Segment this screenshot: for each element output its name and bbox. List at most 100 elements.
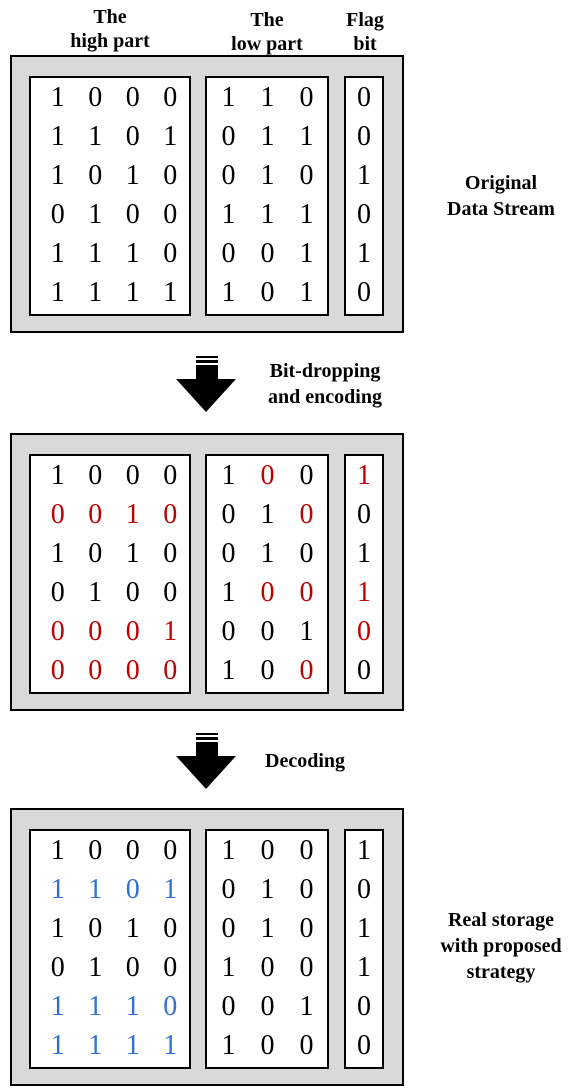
high-bit: 1 bbox=[163, 120, 178, 152]
high-bit: 1 bbox=[163, 615, 178, 647]
low-bit: 0 bbox=[221, 990, 236, 1022]
high-bit: 1 bbox=[50, 159, 65, 191]
high-bit: 1 bbox=[50, 237, 65, 269]
high-bit: 1 bbox=[88, 1029, 103, 1061]
high-bit: 0 bbox=[163, 498, 178, 530]
high-bit: 1 bbox=[125, 276, 140, 308]
label-real-line2: with proposed bbox=[440, 935, 562, 957]
high-bit: 0 bbox=[50, 654, 65, 686]
high-bit: 1 bbox=[163, 1029, 178, 1061]
flag-row: 0 bbox=[346, 117, 382, 156]
low-bit: 1 bbox=[221, 276, 236, 308]
flag-bit: 1 bbox=[357, 159, 371, 191]
flag-bit: 1 bbox=[357, 537, 371, 569]
label-original-line2: Data Stream bbox=[447, 198, 555, 220]
label-encoding-line1: Bit-dropping bbox=[269, 360, 381, 382]
header-high-line1: The bbox=[93, 6, 127, 28]
low-bit: 0 bbox=[299, 459, 314, 491]
low-bit: 0 bbox=[221, 159, 236, 191]
high-bit: 1 bbox=[50, 537, 65, 569]
low-bit: 0 bbox=[260, 990, 275, 1022]
flag-row: 1 bbox=[346, 234, 382, 273]
high-bit: 1 bbox=[125, 1029, 140, 1061]
low-bit: 1 bbox=[299, 237, 314, 269]
low-bit: 0 bbox=[299, 1029, 314, 1061]
flag-row: 0 bbox=[346, 78, 382, 117]
high-bit: 0 bbox=[88, 537, 103, 569]
flag-bit: 0 bbox=[357, 1029, 371, 1061]
low-bit: 1 bbox=[299, 276, 314, 308]
flag-row: 0 bbox=[346, 612, 382, 651]
high-bit: 0 bbox=[50, 951, 65, 983]
flag-bit: 0 bbox=[357, 120, 371, 152]
high-bit: 0 bbox=[125, 951, 140, 983]
high-bit: 1 bbox=[50, 834, 65, 866]
low-bit: 0 bbox=[260, 615, 275, 647]
low-bit: 1 bbox=[221, 834, 236, 866]
low-bit: 0 bbox=[299, 498, 314, 530]
flag-bit: 1 bbox=[357, 912, 371, 944]
low-bit: 1 bbox=[260, 873, 275, 905]
down-arrow-icon bbox=[176, 733, 236, 789]
low-bit: 1 bbox=[260, 81, 275, 113]
low-bit: 1 bbox=[221, 1029, 236, 1061]
high-bit: 1 bbox=[50, 459, 65, 491]
low-bit: 1 bbox=[221, 576, 236, 608]
flag-row: 0 bbox=[346, 651, 382, 690]
down-arrow-icon bbox=[176, 356, 236, 412]
low-bit: 0 bbox=[221, 120, 236, 152]
header-high-line2: high part bbox=[70, 30, 150, 52]
low-bit: 1 bbox=[260, 159, 275, 191]
high-bit: 1 bbox=[88, 990, 103, 1022]
low-bit: 0 bbox=[299, 873, 314, 905]
high-bit: 0 bbox=[163, 198, 178, 230]
low-bit: 1 bbox=[221, 654, 236, 686]
high-bit: 1 bbox=[125, 159, 140, 191]
high-bit: 1 bbox=[50, 873, 65, 905]
low-bit: 1 bbox=[260, 198, 275, 230]
low-bit: 0 bbox=[260, 834, 275, 866]
high-bit: 0 bbox=[125, 873, 140, 905]
low-bit: 0 bbox=[221, 237, 236, 269]
label-encoding-line2: and encoding bbox=[268, 386, 382, 408]
high-bit: 0 bbox=[125, 120, 140, 152]
high-bit: 0 bbox=[50, 498, 65, 530]
flag-bit: 1 bbox=[357, 459, 371, 491]
header-low-part: The low part bbox=[215, 8, 319, 56]
label-real-storage: Real storage with proposed strategy bbox=[430, 907, 572, 985]
flag-row: 1 bbox=[346, 909, 382, 948]
high-bit: 0 bbox=[163, 459, 178, 491]
header-flag-bit: Flag bit bbox=[335, 8, 395, 56]
low-bit: 1 bbox=[260, 537, 275, 569]
flag-row: 1 bbox=[346, 534, 382, 573]
high-bit: 0 bbox=[163, 81, 178, 113]
header-high-part: The high part bbox=[58, 5, 162, 53]
high-bit: 0 bbox=[163, 834, 178, 866]
flag-row: 0 bbox=[346, 987, 382, 1026]
flag-bit: 1 bbox=[357, 576, 371, 608]
high-bit: 1 bbox=[50, 81, 65, 113]
high-bit: 0 bbox=[163, 912, 178, 944]
low-bit: 0 bbox=[260, 654, 275, 686]
high-bit: 1 bbox=[88, 951, 103, 983]
flag-row: 0 bbox=[346, 870, 382, 909]
low-bit: 0 bbox=[221, 873, 236, 905]
flag-row: 0 bbox=[346, 195, 382, 234]
flag-row: 0 bbox=[346, 273, 382, 312]
high-bit: 0 bbox=[125, 459, 140, 491]
label-original-line1: Original bbox=[464, 172, 538, 194]
